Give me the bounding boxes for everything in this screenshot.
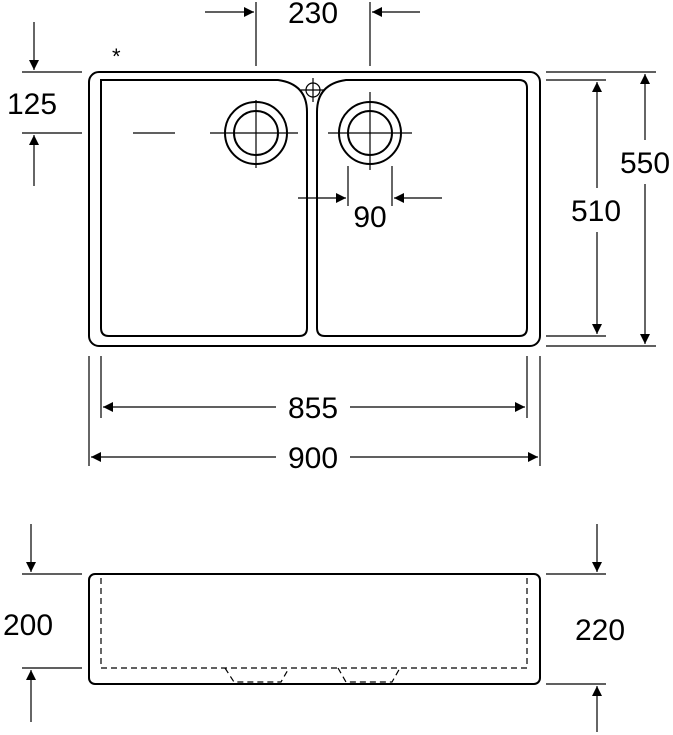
dim-label-510: 510 <box>571 195 621 228</box>
dim-inner-width: 855 <box>100 356 528 425</box>
dim-hole-offset: 125 <box>7 22 82 186</box>
dim-label-125: 125 <box>7 88 57 121</box>
right-drain-icon <box>328 92 412 170</box>
dim-overall-width: 900 <box>88 356 541 475</box>
bowl-inner-hidden-line <box>100 578 528 669</box>
plan-view: * <box>88 44 541 347</box>
dim-hole-diameter: 90 <box>298 166 442 234</box>
dim-label-230: 230 <box>288 0 338 30</box>
dim-label-200: 200 <box>3 609 53 642</box>
asterisk-mark: * <box>112 44 121 69</box>
dim-label-550: 550 <box>620 147 670 180</box>
dim-hole-spacing: 230 <box>205 0 420 66</box>
sink-outer-outline <box>88 71 541 347</box>
right-bowl-outline <box>316 79 528 337</box>
side-view <box>88 573 541 685</box>
tap-hole-icon <box>301 78 325 102</box>
dim-overall-depth: 550 <box>546 71 670 347</box>
sink-side-outline <box>88 573 541 685</box>
dim-overall-height: 220 <box>546 524 625 732</box>
dim-bowl-height: 200 <box>3 524 82 722</box>
left-drain-icon <box>133 100 298 168</box>
dim-bowl-depth: 510 <box>546 79 621 337</box>
left-drain-hidden-line <box>224 667 290 683</box>
dim-label-900: 900 <box>288 442 338 475</box>
dim-label-90: 90 <box>353 201 386 234</box>
left-bowl-outline <box>100 79 308 337</box>
dim-label-220: 220 <box>575 614 625 647</box>
right-drain-hidden-line <box>337 667 401 683</box>
dim-label-855: 855 <box>288 392 338 425</box>
